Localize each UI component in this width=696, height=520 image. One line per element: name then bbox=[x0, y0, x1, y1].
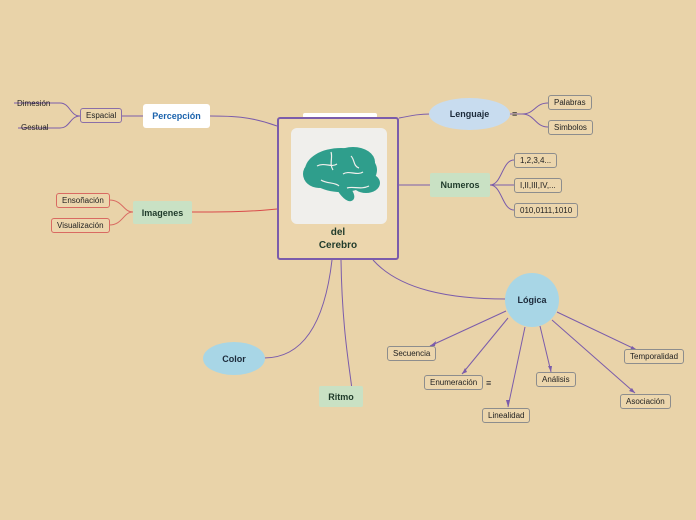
subtopic-espacial[interactable]: Espacial bbox=[80, 108, 123, 123]
brain-image bbox=[291, 128, 387, 224]
notes-list-icon[interactable]: ≡ bbox=[512, 109, 518, 119]
central-topic[interactable]: del Cerebro bbox=[277, 117, 399, 260]
subtopic-dimesion[interactable]: Dimesión bbox=[17, 98, 51, 108]
topic-logica[interactable]: Lógica bbox=[505, 273, 559, 327]
subtopic-asociacion[interactable]: Asociación bbox=[620, 394, 671, 409]
subtopic-binary-numerals[interactable]: 010,0111,1010 bbox=[514, 203, 579, 218]
center-top-tab bbox=[303, 113, 377, 118]
subtopic-roman-numerals[interactable]: I,II,III,IV,... bbox=[514, 178, 562, 193]
enumeracion-notes-icon[interactable]: ≡ bbox=[486, 378, 492, 388]
subtopic-visualizacion[interactable]: Visualización bbox=[51, 218, 110, 233]
topic-lenguaje[interactable]: Lenguaje bbox=[429, 98, 510, 130]
subtopic-analisis[interactable]: Análisis bbox=[536, 372, 576, 387]
subtopic-ensonacion[interactable]: Ensoñación bbox=[56, 193, 110, 208]
topic-imagenes[interactable]: Imagenes bbox=[133, 201, 192, 224]
subtopic-gestual[interactable]: Gestual bbox=[21, 122, 49, 132]
subtopic-palabras[interactable]: Palabras bbox=[548, 95, 592, 110]
subtopic-linealidad[interactable]: Linealidad bbox=[482, 408, 531, 423]
brain-icon bbox=[303, 147, 380, 202]
central-topic-title: del Cerebro bbox=[279, 226, 397, 252]
subtopic-simbolos[interactable]: Simbolos bbox=[548, 120, 593, 135]
topic-numeros[interactable]: Numeros bbox=[430, 173, 490, 197]
subtopic-secuencia[interactable]: Secuencia bbox=[387, 346, 437, 361]
topic-ritmo[interactable]: Ritmo bbox=[319, 386, 363, 407]
subtopic-temporalidad[interactable]: Temporalidad bbox=[624, 349, 685, 364]
title-line-2: Cerebro bbox=[318, 240, 358, 251]
subtopic-enumeracion[interactable]: Enumeración bbox=[424, 375, 484, 390]
topic-color[interactable]: Color bbox=[203, 342, 265, 375]
title-line-1: del bbox=[330, 227, 346, 238]
topic-percepcion[interactable]: Percepción bbox=[143, 104, 210, 128]
subtopic-arabic-numerals[interactable]: 1,2,3,4... bbox=[514, 153, 558, 168]
